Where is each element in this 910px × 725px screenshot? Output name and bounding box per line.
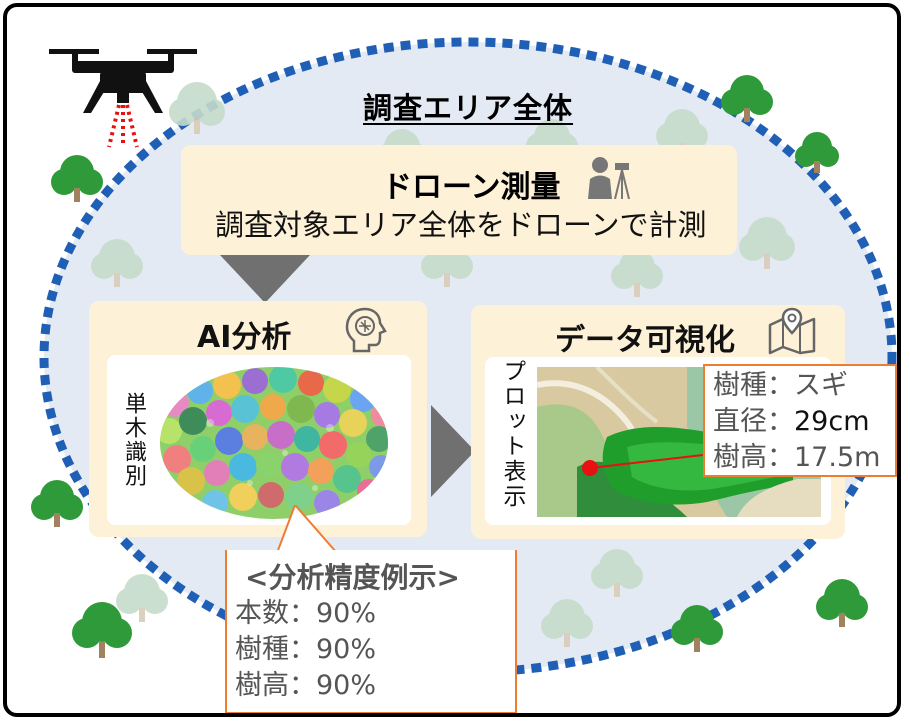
survey-area-title: 調査エリア全体	[363, 91, 574, 125]
down-arrow	[220, 255, 310, 303]
tree-segmentation-image	[160, 367, 388, 519]
tree-identification-label: 単木識別	[121, 392, 146, 488]
precision-height-value: 90%	[316, 670, 377, 701]
precision-species-row: 樹種：90%	[235, 632, 515, 668]
species-value: スギ	[794, 370, 848, 401]
tree-info-callout: 樹種：スギ 直径：29cm 樹高：17.5m	[703, 364, 897, 477]
precision-species-value: 90%	[316, 634, 377, 665]
drone-icon	[49, 49, 197, 148]
drone-survey-title: ドローン測量	[382, 170, 561, 205]
precision-height-label: 樹高：	[235, 670, 316, 701]
precision-heading: <分析精度例示>	[245, 561, 460, 594]
precision-height-row: 樹高：90%	[235, 668, 515, 704]
map-icon	[768, 307, 816, 355]
count-value: 90%	[316, 598, 377, 629]
height-label: 樹高：	[713, 442, 794, 473]
data-visualization-title: データ可視化	[555, 323, 735, 358]
species-row: 樹種：スギ	[713, 368, 895, 404]
right-arrow	[431, 405, 475, 497]
drone-survey-subtitle: 調査対象エリア全体をドローンで計測	[215, 208, 707, 242]
ai-analysis-title: AI分析	[197, 320, 292, 355]
precision-species-label: 樹種：	[235, 634, 316, 665]
tree-icons	[31, 75, 868, 658]
height-value: 17.5m	[794, 442, 881, 473]
diagram-frame: 調査エリア全体 ドローン測量 調査対象エリア全体をドローンで計測 AI分析 単木…	[3, 3, 901, 717]
diameter-row: 直径：29cm	[713, 404, 895, 440]
diameter-value: 29cm	[794, 406, 870, 437]
precision-callout-pointer	[276, 505, 338, 553]
height-row: 樹高：17.5m	[713, 440, 895, 476]
diameter-label: 直径：	[713, 406, 794, 437]
brain-icon	[345, 307, 387, 353]
plot-display-label: プロット表示	[499, 359, 525, 509]
count-row: 本数：90%	[235, 596, 515, 632]
count-label: 本数：	[235, 598, 316, 629]
species-label: 樹種：	[713, 370, 794, 401]
drone-survey-box	[181, 145, 737, 255]
precision-callout: <分析精度例示> 本数：90% 樹種：90% 樹高：90%	[225, 550, 517, 713]
surveyor-icon	[588, 157, 630, 199]
